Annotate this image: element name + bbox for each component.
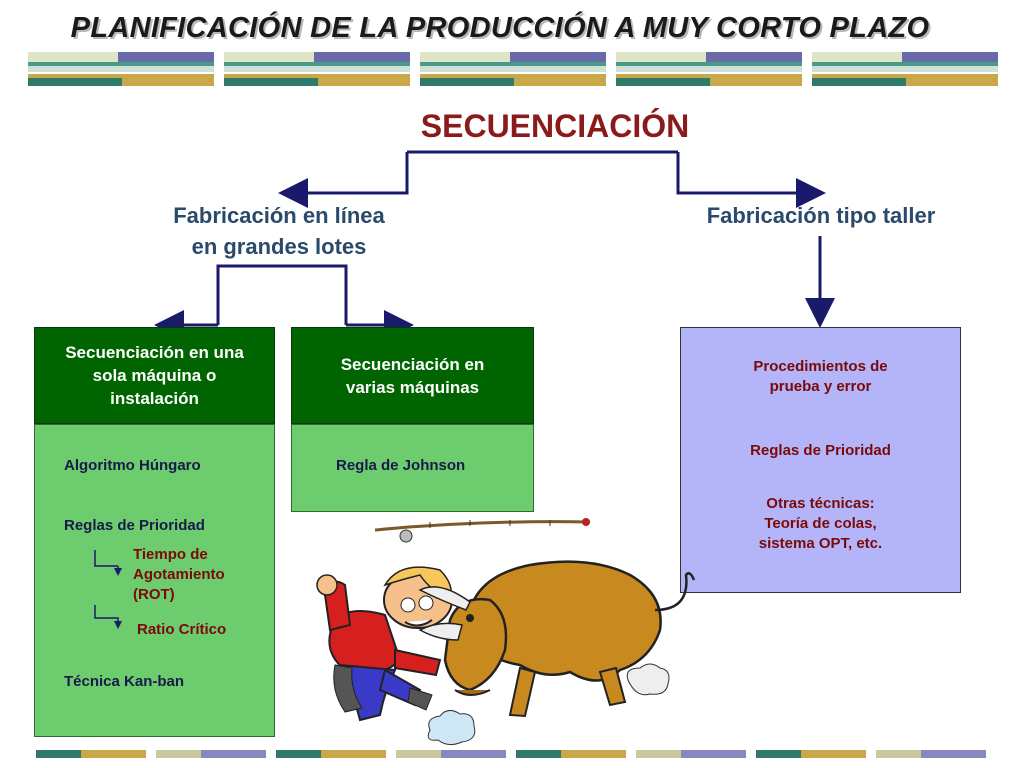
decorative-bottom-stripes <box>36 750 986 758</box>
item-trial-error: Procedimientos de prueba y error <box>680 357 961 397</box>
branch-line-production-line2: en grandes lotes <box>191 234 367 259</box>
branch-line-production-line1: Fabricación en línea <box>173 203 385 228</box>
sub-rot-line1: Tiempo de <box>133 546 208 563</box>
box1-header-line3: instalación <box>110 389 199 408</box>
item-kanban: Técnica Kan-ban <box>64 673 185 690</box>
item-priority-rules-shop: Reglas de Prioridad <box>750 442 891 459</box>
box1-header-line1: Secuenciación en una <box>65 343 244 362</box>
other-tech-line3: sistema OPT, etc. <box>758 535 883 552</box>
trial-error-line2: prueba y error <box>769 378 872 395</box>
item-hungarian-algorithm: Algoritmo Húngaro <box>64 457 201 474</box>
box2-header-line1: Secuenciación en <box>340 354 485 374</box>
branch-job-shop: Fabricación tipo taller <box>706 203 936 228</box>
item-other-techniques: Otras técnicas: Teoría de colas, sistema… <box>680 494 961 554</box>
dust-cloud-icon <box>427 663 670 746</box>
box-multi-machine-body <box>291 424 534 512</box>
other-tech-line2: Teoría de colas, <box>764 515 877 532</box>
decorative-top-stripes <box>28 52 998 86</box>
bull-icon <box>418 560 696 718</box>
box1-header-line2: sola máquina o <box>92 366 217 385</box>
sub-item-critical-ratio: Ratio Crítico <box>137 621 227 638</box>
branch-line-production: Fabricación en línea en grandes lotes <box>140 200 418 262</box>
sub-item-rot: Tiempo de Agotamiento (ROT) <box>133 545 225 605</box>
sub-rot-line3: (ROT) <box>133 586 175 603</box>
box-single-machine-body <box>34 424 275 737</box>
connector-heading-to-left <box>278 152 409 208</box>
diagram-heading: SECUENCIACIÓN <box>420 108 690 144</box>
box-single-machine-header: Secuenciación en una sola máquina o inst… <box>34 327 275 424</box>
box-multi-machine-header: Secuenciación en varias máquinas <box>291 327 534 424</box>
box2-header-line2: varias máquinas <box>345 377 480 397</box>
other-tech-line1: Otras técnicas: <box>766 495 875 512</box>
connector-left-branch-top <box>216 264 348 325</box>
sub-rot-line2: Agotamiento <box>133 566 225 583</box>
box-job-shop <box>680 327 961 593</box>
connector-heading-to-right <box>676 152 826 208</box>
flying-stick-icon <box>374 518 591 543</box>
stripe-block <box>28 52 214 86</box>
item-priority-rules: Reglas de Prioridad <box>64 517 205 534</box>
slide-title: PLANIFICACIÓN DE LA PRODUCCIÓN A MUY COR… <box>70 12 930 44</box>
running-man-icon <box>316 566 453 722</box>
item-johnson-rule: Regla de Johnson <box>336 457 466 474</box>
trial-error-line1: Procedimientos de <box>753 358 888 375</box>
